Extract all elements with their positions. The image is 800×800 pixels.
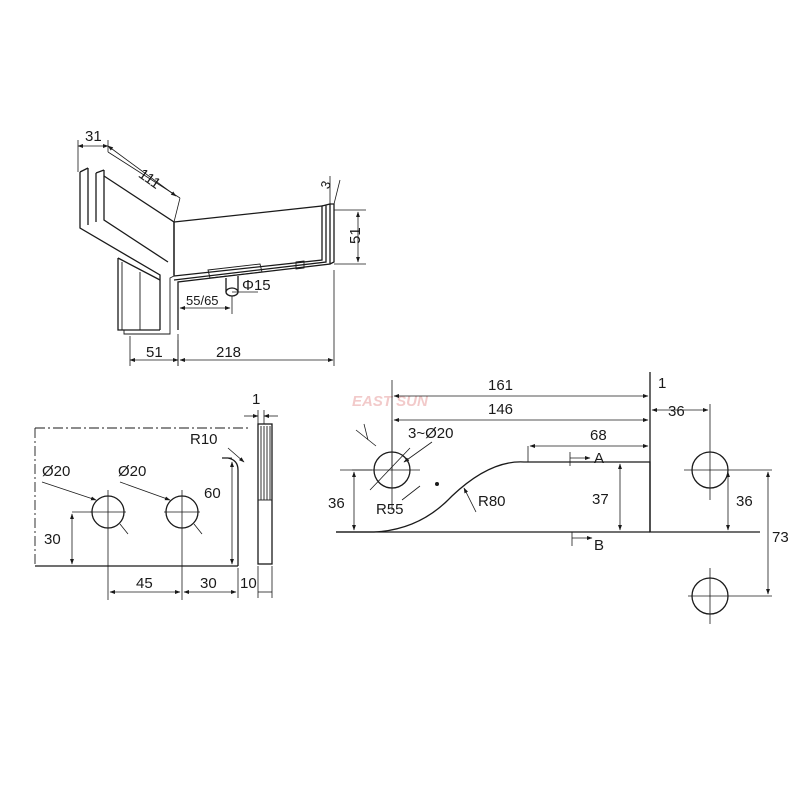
side-dim-r10: R10 (190, 431, 218, 448)
dim-111: 111 (135, 166, 163, 193)
side-dim-60: 60 (204, 485, 221, 502)
dim-phi15: Φ15 (242, 277, 271, 294)
side-edge-view (257, 423, 273, 565)
plan-dim-36-top: 36 (668, 403, 685, 420)
side-dim-1: 1 (252, 391, 260, 408)
dim-51-bottom: 51 (146, 344, 163, 361)
plan-dim-161: 161 (488, 377, 513, 394)
side-dim-30-horiz: 30 (200, 575, 217, 592)
dim-218: 218 (216, 344, 241, 361)
isometric-view: 31 111 3 51 Φ15 55/65 51 218 (77, 128, 366, 366)
iso-right-channel (173, 203, 335, 330)
side-dim-10: 10 (240, 575, 257, 592)
plan-dim-73: 73 (772, 529, 789, 546)
iso-left-channel (79, 167, 169, 330)
dim-55-65: 55/65 (186, 293, 219, 308)
plan-view: EAST SUN 161 1 146 36 3~Ø20 (328, 372, 789, 624)
plan-dim-36-right: 36 (736, 493, 753, 510)
dim-3: 3 (317, 179, 334, 191)
dim-31: 31 (85, 128, 102, 145)
plan-dim-68: 68 (590, 427, 607, 444)
side-dim-30-vert: 30 (44, 531, 61, 548)
iso-right-arm (173, 205, 323, 277)
plan-label-a: A (594, 450, 604, 467)
side-dim-hole1: Ø20 (42, 463, 70, 480)
side-dim-hole2: Ø20 (118, 463, 146, 480)
iso-left-block (103, 175, 175, 331)
dim-51-right: 51 (347, 227, 364, 244)
plan-dim-146: 146 (488, 401, 513, 418)
plan-dim-r80: R80 (478, 493, 506, 510)
plan-dim-36-left: 36 (328, 495, 345, 512)
watermark: EAST SUN (352, 393, 429, 410)
plan-outline (336, 461, 760, 533)
plan-dim-37: 37 (592, 491, 609, 508)
side-view: Ø20 Ø20 R10 60 30 45 30 1 (34, 391, 278, 600)
plan-label-b: B (594, 537, 604, 554)
plan-dim-1: 1 (658, 375, 666, 392)
plan-dim-3x20: 3~Ø20 (408, 425, 453, 442)
plan-dim-r55: R55 (376, 501, 404, 518)
side-dim-45: 45 (136, 575, 153, 592)
